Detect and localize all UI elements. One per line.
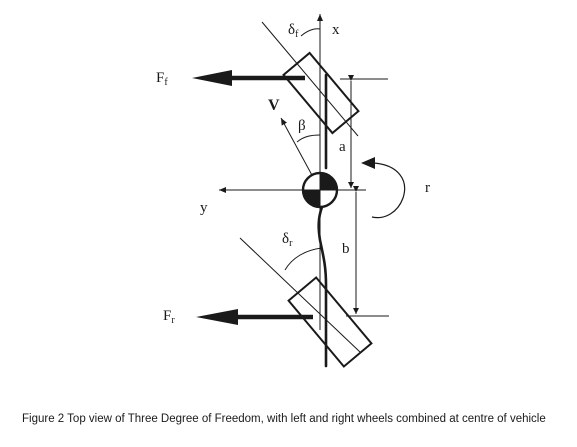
front-force-label: Ff (156, 70, 168, 88)
dim-b-label: b (342, 241, 350, 257)
delta-r-arc (284, 247, 323, 271)
delta-f-label: δf (288, 22, 299, 40)
rear-wheel-heading-line (239, 237, 361, 353)
vehicle-centerline (317, 73, 328, 368)
x-axis-label: x (332, 22, 340, 38)
yaw-rate-label: r (425, 180, 430, 196)
front-wheel-heading-line (261, 21, 359, 137)
front-wheel (282, 51, 360, 135)
delta-r-label: δr (282, 231, 293, 249)
beta-arc (296, 134, 321, 143)
rear-force-label: Fr (163, 308, 175, 326)
y-axis-label: y (200, 200, 208, 216)
velocity-label: V (268, 97, 280, 114)
yaw-rate-arc (371, 162, 406, 219)
figure-caption: Figure 2 Top view of Three Degree of Fre… (22, 413, 546, 425)
delta-f-arc (300, 28, 321, 37)
front-force-arrowhead (192, 70, 232, 86)
center-of-gravity-symbol (301, 171, 339, 209)
beta-label: β (298, 118, 306, 134)
rear-wheel (287, 276, 373, 368)
dim-a-label: a (339, 139, 346, 155)
rear-force-arrowhead (196, 309, 238, 325)
yaw-rate-arrowhead (361, 157, 375, 169)
